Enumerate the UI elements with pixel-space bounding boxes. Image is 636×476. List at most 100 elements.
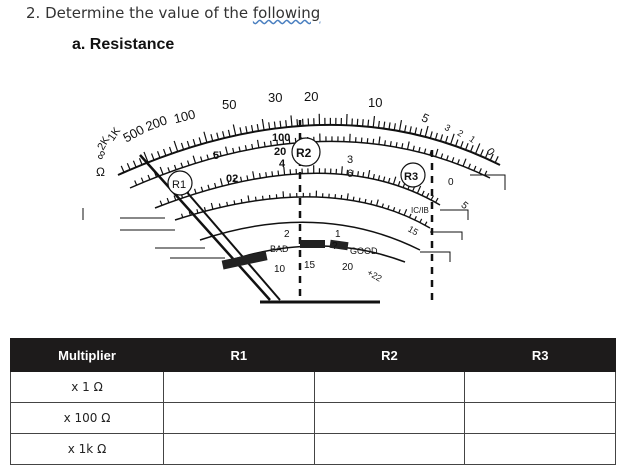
- scale-tick: [288, 135, 291, 144]
- scale-tick: [478, 168, 482, 174]
- scale-tick: [375, 199, 379, 206]
- scale-label-30: 30: [268, 90, 282, 105]
- scale-tick: [206, 154, 209, 160]
- scale-tick: [474, 143, 481, 155]
- marker-r3: R3: [400, 162, 426, 188]
- scale-tick: [419, 218, 423, 223]
- scale-tick: [218, 203, 221, 208]
- scale-tick: [210, 134, 214, 142]
- scale-label-3: 3: [443, 122, 452, 133]
- scale-tick: [423, 148, 427, 154]
- scale-tick: [256, 124, 260, 132]
- header-multiplier: Multiplier: [10, 338, 164, 372]
- fourth-scale-arc: [174, 196, 431, 229]
- scale-tick: [214, 182, 217, 188]
- ohm-symbol: Ω: [96, 165, 105, 179]
- table-row: x 1 Ω: [10, 371, 616, 403]
- scale-tick: [138, 158, 143, 165]
- scale-tick: [358, 197, 361, 202]
- scale-tick: [419, 128, 423, 136]
- scale-tick: [199, 156, 203, 162]
- scale-tick: [388, 122, 391, 130]
- scale-tick: [222, 131, 225, 139]
- scale-tick: [233, 200, 236, 205]
- scale-tick: [451, 157, 455, 163]
- scale-tick: [352, 196, 355, 201]
- scale-tick: [392, 176, 397, 185]
- scale-tick: [173, 140, 179, 152]
- scale-tick: [479, 149, 484, 157]
- scale-tick: [140, 177, 144, 183]
- mid-label-100: 100: [272, 132, 290, 144]
- scale-tick: [444, 135, 449, 143]
- header-r1: R1: [163, 338, 315, 372]
- scale-tick: [378, 136, 381, 145]
- scale-tick: [245, 126, 248, 134]
- scale-tick: [370, 200, 373, 205]
- table-row: x 1k Ω: [10, 433, 616, 465]
- r1-answer-cell[interactable]: [163, 433, 315, 465]
- r3-answer-cell[interactable]: [464, 371, 616, 403]
- scale-tick: [203, 131, 208, 143]
- multiplier-cell: x 1k Ω: [10, 433, 164, 465]
- scale-tick: [381, 203, 384, 208]
- scale-tick: [416, 185, 422, 194]
- icib-label: IC/IB: [411, 206, 429, 215]
- multiplier-cell: x 1 Ω: [10, 371, 164, 403]
- r1-answer-cell[interactable]: [163, 371, 315, 403]
- needle-left: [139, 154, 271, 301]
- scale-tick: [271, 171, 274, 177]
- scale-tick: [143, 151, 149, 163]
- right-ref-3: [430, 231, 463, 240]
- mid-label-5b: 5: [459, 200, 471, 212]
- r1-answer-cell[interactable]: [163, 402, 315, 434]
- scale-tick: [194, 188, 197, 194]
- scale-tick: [180, 142, 185, 150]
- scale-tick: [261, 195, 264, 200]
- mid-label-15: 15: [406, 224, 420, 238]
- scale-tick: [166, 197, 170, 203]
- subheading: a. Resistance: [72, 36, 175, 53]
- r3-answer-cell[interactable]: [464, 433, 616, 465]
- r3-answer-cell[interactable]: [464, 402, 616, 434]
- marker-r2-label: R2: [296, 146, 312, 160]
- scale-tick: [200, 186, 204, 192]
- good-bar: [329, 239, 349, 251]
- scale-tick: [186, 160, 190, 166]
- scale-tick: [414, 216, 417, 221]
- scale-tick: [484, 151, 489, 159]
- r2-answer-cell[interactable]: [313, 371, 466, 403]
- scale-tick: [397, 180, 401, 187]
- scale-label-2: 2: [456, 128, 465, 139]
- mid-label-q: ?: [332, 241, 338, 252]
- scale-tick: [203, 207, 207, 212]
- scale-tick: [285, 120, 288, 128]
- scale-tick: [418, 146, 421, 153]
- scale-tick: [362, 171, 365, 178]
- scale-tick: [173, 164, 177, 170]
- scale-tick: [387, 205, 390, 210]
- marker-r1: R1: [167, 170, 193, 196]
- scale-tick: [159, 200, 163, 206]
- scale-tick: [239, 127, 243, 135]
- good-label: GOOD: [350, 246, 378, 256]
- right-ref-4: [420, 251, 451, 262]
- scale-tick: [408, 213, 412, 218]
- r2-answer-cell[interactable]: [313, 402, 466, 434]
- marker-r1-label: R1: [172, 179, 186, 191]
- scale-label-10: 10: [368, 95, 382, 110]
- r2-answer-cell[interactable]: [313, 433, 466, 465]
- scale-label-200: 200: [144, 112, 170, 134]
- marker-r3-label: R3: [404, 171, 418, 183]
- scale-tick: [465, 143, 469, 151]
- scale-tick: [232, 124, 237, 136]
- scale-tick: [412, 145, 415, 151]
- mid-label-3: 3: [347, 154, 353, 166]
- scale-tick: [277, 170, 280, 176]
- scale-tick: [258, 173, 261, 179]
- scale-tick: [252, 171, 255, 180]
- question-prefix: 2. Determine the value of the: [26, 4, 253, 22]
- scale-tick: [290, 115, 293, 127]
- scale-tick: [120, 165, 125, 173]
- scale-tick: [395, 142, 398, 148]
